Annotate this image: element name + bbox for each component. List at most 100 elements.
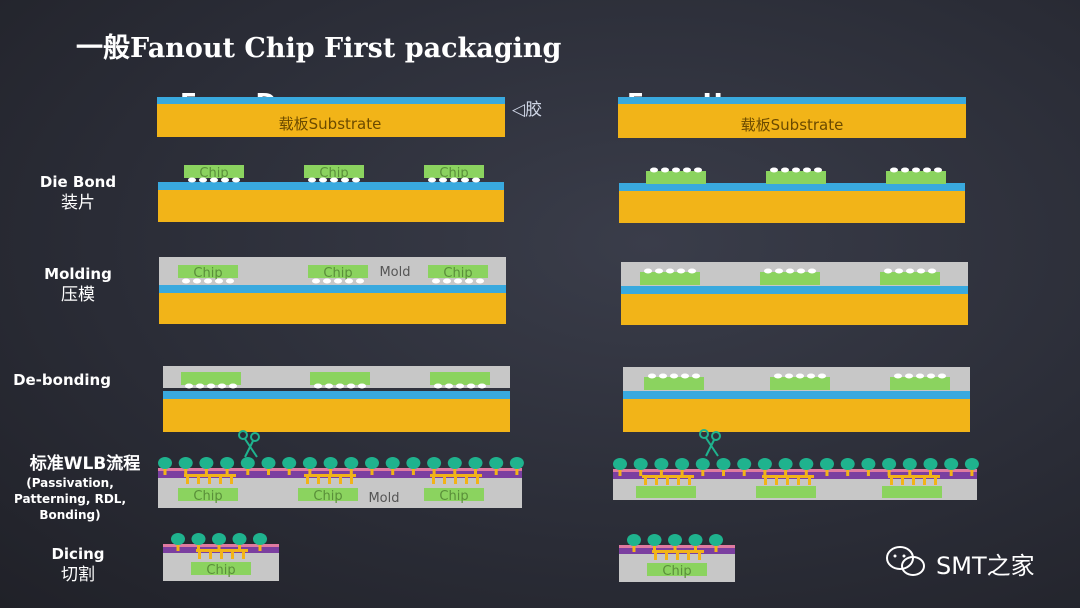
fd-wlb-bump-16 [468, 457, 483, 475]
fu-molding [621, 262, 968, 325]
page-title: 一般Fanout Chip First packaging [76, 33, 562, 64]
fd-die-bond: Chip Chip Chip [158, 165, 504, 222]
fd-wlb-bump-2 [178, 457, 193, 475]
step-die-bond-en: Die Bond [39, 173, 117, 191]
fd-dice-chip: Chip [171, 533, 267, 578]
fd-glue-layer [157, 97, 505, 104]
fu-debond-chip-2 [770, 373, 830, 390]
fd-db-chip-2: Chip [304, 165, 364, 183]
fd-dicing: Chip [163, 533, 279, 581]
step-die-bond: Die Bond 装片 [8, 172, 148, 214]
fu-dice-rdl [652, 550, 704, 560]
fd-dice-rdl [196, 549, 248, 559]
fd-mold-label: Mold [379, 265, 410, 280]
fu-wlb [613, 458, 979, 500]
svg-text:Chip: Chip [662, 564, 691, 579]
fu-wlb-bump-3 [654, 458, 669, 476]
svg-text:Chip: Chip [199, 166, 228, 181]
fu-wlb-bump-2 [633, 458, 648, 476]
fu-wlb-rdl-1 [642, 475, 694, 485]
fu-wlb-bump-17 [944, 458, 959, 476]
fu-wlb-chip-1 [636, 475, 696, 498]
fu-substrate-label: 载板Substrate [741, 116, 844, 134]
fd-mold-chip-1: Chip [178, 265, 238, 284]
fd-dice-bump-3 [212, 533, 226, 551]
fu-dice-bump-1 [627, 534, 641, 552]
fu-db-chip-1 [646, 167, 706, 184]
fu-wlb-bump-16 [923, 458, 938, 476]
fd-dice-bump-1 [171, 533, 185, 551]
fd-wlb-bump-14 [427, 457, 442, 475]
fu-wlb-bump-1 [613, 458, 627, 476]
fu-debond-chip-3 [890, 373, 950, 390]
fu-wlb-bump-14 [882, 458, 897, 476]
fu-wlb-bump-4 [675, 458, 690, 476]
step-wlb-title: 标准WLB流程 [29, 454, 141, 474]
fu-wlb-bump-7 [737, 458, 752, 476]
fd-wlb-bump-8 [302, 457, 317, 475]
fd-debond-chip-2 [310, 372, 370, 389]
step-molding-en: Molding [44, 265, 112, 283]
fd-wlb-bump-10 [344, 457, 359, 475]
step-dicing: Dicing 切割 [8, 544, 148, 586]
scissors-icon [699, 429, 721, 457]
fu-debonding [623, 367, 970, 432]
svg-text:Chip: Chip [439, 166, 468, 181]
fd-wlb-bump-12 [385, 457, 400, 475]
fu-dice-bump-4 [688, 534, 703, 552]
fu-wlb-bump-15 [902, 458, 917, 476]
step-wlb-detail: (Passivation, Patterning, RDL, Bonding) [13, 476, 127, 522]
fd-dice-bump-5 [253, 533, 267, 551]
fd-dice-bump-2 [191, 533, 206, 551]
fd-substrate-label: 载板Substrate [279, 115, 382, 133]
fd-mold-chip-2: Chip [308, 265, 368, 284]
fd-carrier: 载板Substrate [157, 97, 505, 137]
fd-dice-bump-4 [232, 533, 247, 551]
fd-mold-chip-3: Chip [428, 265, 488, 284]
fd-molding: Mold Chip Chip Chip [159, 257, 506, 324]
fu-mold-chip-1 [640, 268, 700, 285]
fu-wlb-bump-6 [716, 458, 731, 476]
fu-mold-chip-2 [760, 268, 820, 285]
fu-dice-chip: Chip [627, 534, 723, 579]
fu-carrier: 载板Substrate [618, 97, 966, 138]
svg-text:Chip: Chip [323, 266, 352, 281]
scissors-icon [238, 430, 260, 458]
watermark-text: SMT之家 [936, 552, 1035, 580]
fd-wlb-bump-3 [199, 457, 214, 475]
fd-wlb-bump-13 [406, 457, 421, 475]
fu-wlb-bump-8 [757, 458, 772, 476]
fu-mold-chip-3 [880, 268, 940, 285]
fu-debond-chip-1 [644, 373, 704, 390]
fd-db-substrate [158, 190, 504, 222]
step-debonding: De-bonding [0, 370, 132, 391]
fd-wlb-bump-6 [261, 457, 276, 475]
fd-wlb-bump-7 [282, 457, 297, 475]
fu-wlb-rdl-3 [888, 475, 940, 485]
fd-wlb-chip-2: Chip [298, 474, 358, 504]
fd-wlb-bump-17 [489, 457, 504, 475]
glue-label: ◁胶 [512, 95, 542, 120]
fu-die-bond [619, 167, 965, 223]
fd-wlb-bump-5 [240, 457, 255, 475]
fu-wlb-bump-9 [778, 458, 793, 476]
fu-wlb-bump-10 [799, 458, 814, 476]
fd-wlb-chip-1: Chip [178, 474, 238, 504]
fd-wlb-bump-11 [365, 457, 379, 475]
fu-dice-bump-2 [647, 534, 662, 552]
svg-text:Chip: Chip [439, 489, 468, 504]
fd-wlb-bump-9 [323, 457, 338, 475]
fd-wlb-rdl-3 [430, 474, 482, 484]
arrow-left-icon: ◁ [512, 100, 526, 120]
svg-text:Chip: Chip [206, 563, 235, 578]
svg-text:Mold: Mold [368, 491, 399, 506]
fd-wlb-rdl-2 [304, 474, 356, 484]
fu-wlb-bump-18 [964, 458, 979, 476]
fd-db-glue [158, 182, 504, 190]
fd-wlb-bump-15 [447, 457, 462, 475]
fu-wlb-chip-3 [882, 475, 942, 498]
step-molding: Molding 压模 [8, 264, 148, 306]
svg-text:Chip: Chip [319, 166, 348, 181]
fd-db-chip-3: Chip [424, 165, 484, 183]
